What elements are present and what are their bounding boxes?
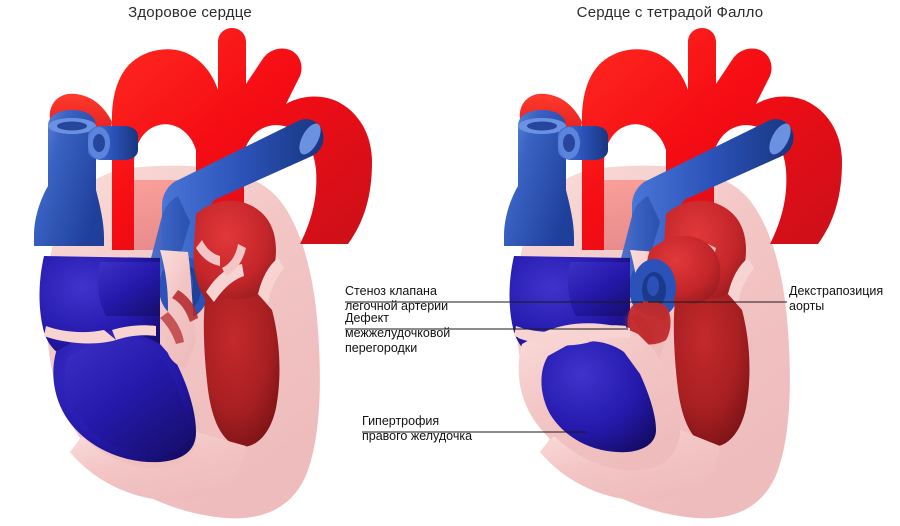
title-healthy-heart: Здоровое сердце bbox=[128, 4, 252, 21]
annotation-ventricular-septal-defect: Дефект межжелудочковой перегородки bbox=[345, 311, 451, 355]
rv-cavity-hypertrophic bbox=[541, 341, 656, 453]
tetralogy-heart-figure bbox=[504, 28, 842, 519]
vsd-opening bbox=[627, 301, 671, 345]
healthy-heart-figure bbox=[34, 28, 372, 519]
leader-lines bbox=[345, 301, 787, 433]
annotation-pulmonary-stenosis: Стеноз клапана легочной артерии bbox=[345, 284, 449, 313]
annotation-right-ventricular-hypertrophy: Гипертрофия правого желудочка bbox=[362, 414, 473, 443]
annotation-aortic-dextraposition: Декстрапозиция аорты bbox=[789, 284, 884, 313]
title-tetralogy-heart: Сердце с тетрадой Фалло bbox=[576, 4, 764, 21]
